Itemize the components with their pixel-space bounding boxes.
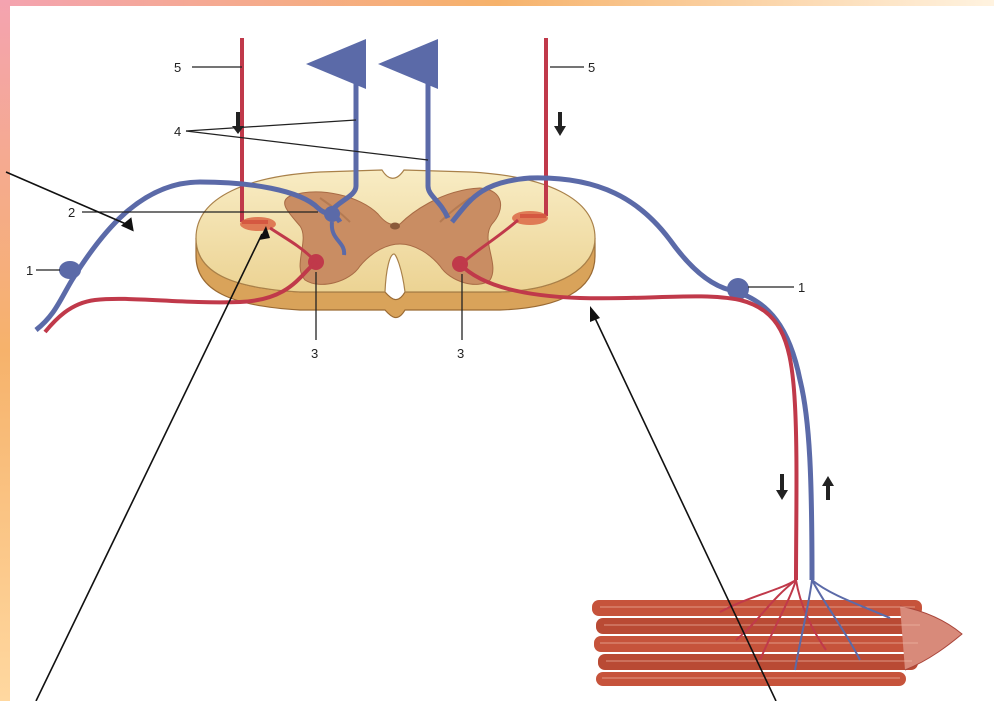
label-ganglion-left: 1	[26, 263, 33, 278]
arrow-down-icon	[554, 112, 566, 136]
label-sensory-fiber: 2	[68, 205, 75, 220]
label-motor-neuron-right: 3	[457, 346, 464, 361]
label-descending-left: 5	[174, 60, 181, 75]
arrow-down-icon	[776, 474, 788, 500]
label-motor-neuron-left: 3	[311, 346, 318, 361]
dorsal-root-ganglion-left	[59, 261, 81, 279]
muscle	[592, 600, 962, 686]
label-ganglion-right: 1	[798, 280, 805, 295]
label-descending-right: 5	[588, 60, 595, 75]
arrow-up-icon	[822, 476, 834, 500]
slide-left-border	[0, 0, 10, 701]
label-ascending-tracts: 4	[174, 124, 181, 139]
pointer-arrowhead-icon	[590, 306, 600, 322]
slide-top-border	[0, 0, 994, 6]
